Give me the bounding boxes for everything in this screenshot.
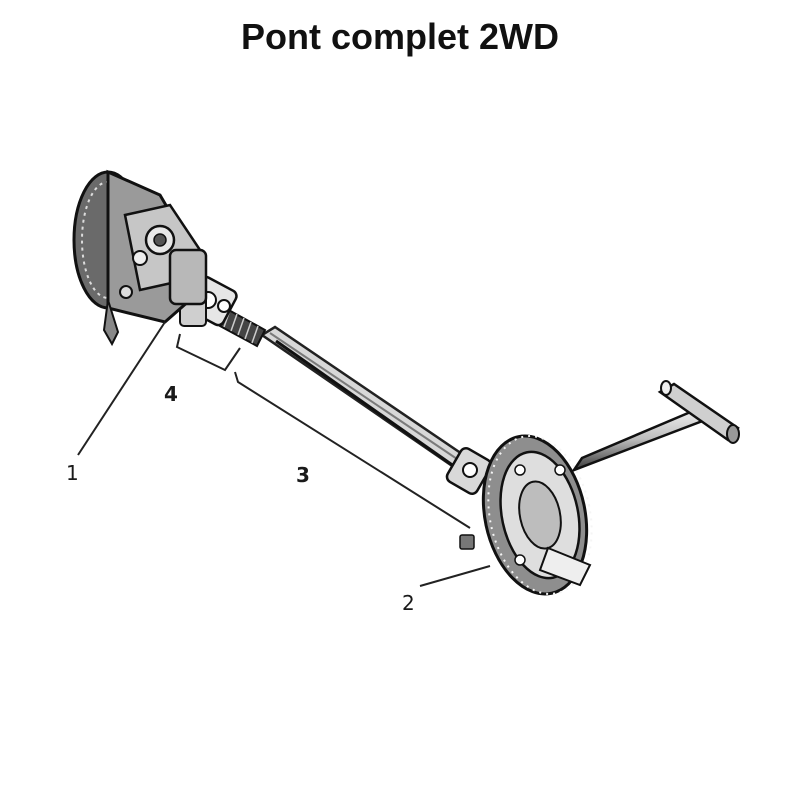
callout-leaders (77, 321, 491, 587)
gearbox-housing (72, 169, 208, 347)
callout-4: 4 (164, 382, 178, 406)
brake-hub-assembly (459, 434, 593, 596)
leader-3 (234, 371, 471, 529)
leader-2 (419, 565, 491, 587)
callout-1: 1 (66, 461, 79, 485)
axle-shaft (259, 325, 470, 472)
shaft-collar (445, 446, 493, 496)
callout-2: 2 (402, 591, 415, 615)
leader-4 (175, 333, 241, 372)
leader-1 (77, 321, 166, 456)
output-shaft-tbar (570, 380, 740, 473)
diagram-title: Pont complet 2WD (240, 16, 559, 57)
callout-3: 3 (296, 463, 310, 487)
